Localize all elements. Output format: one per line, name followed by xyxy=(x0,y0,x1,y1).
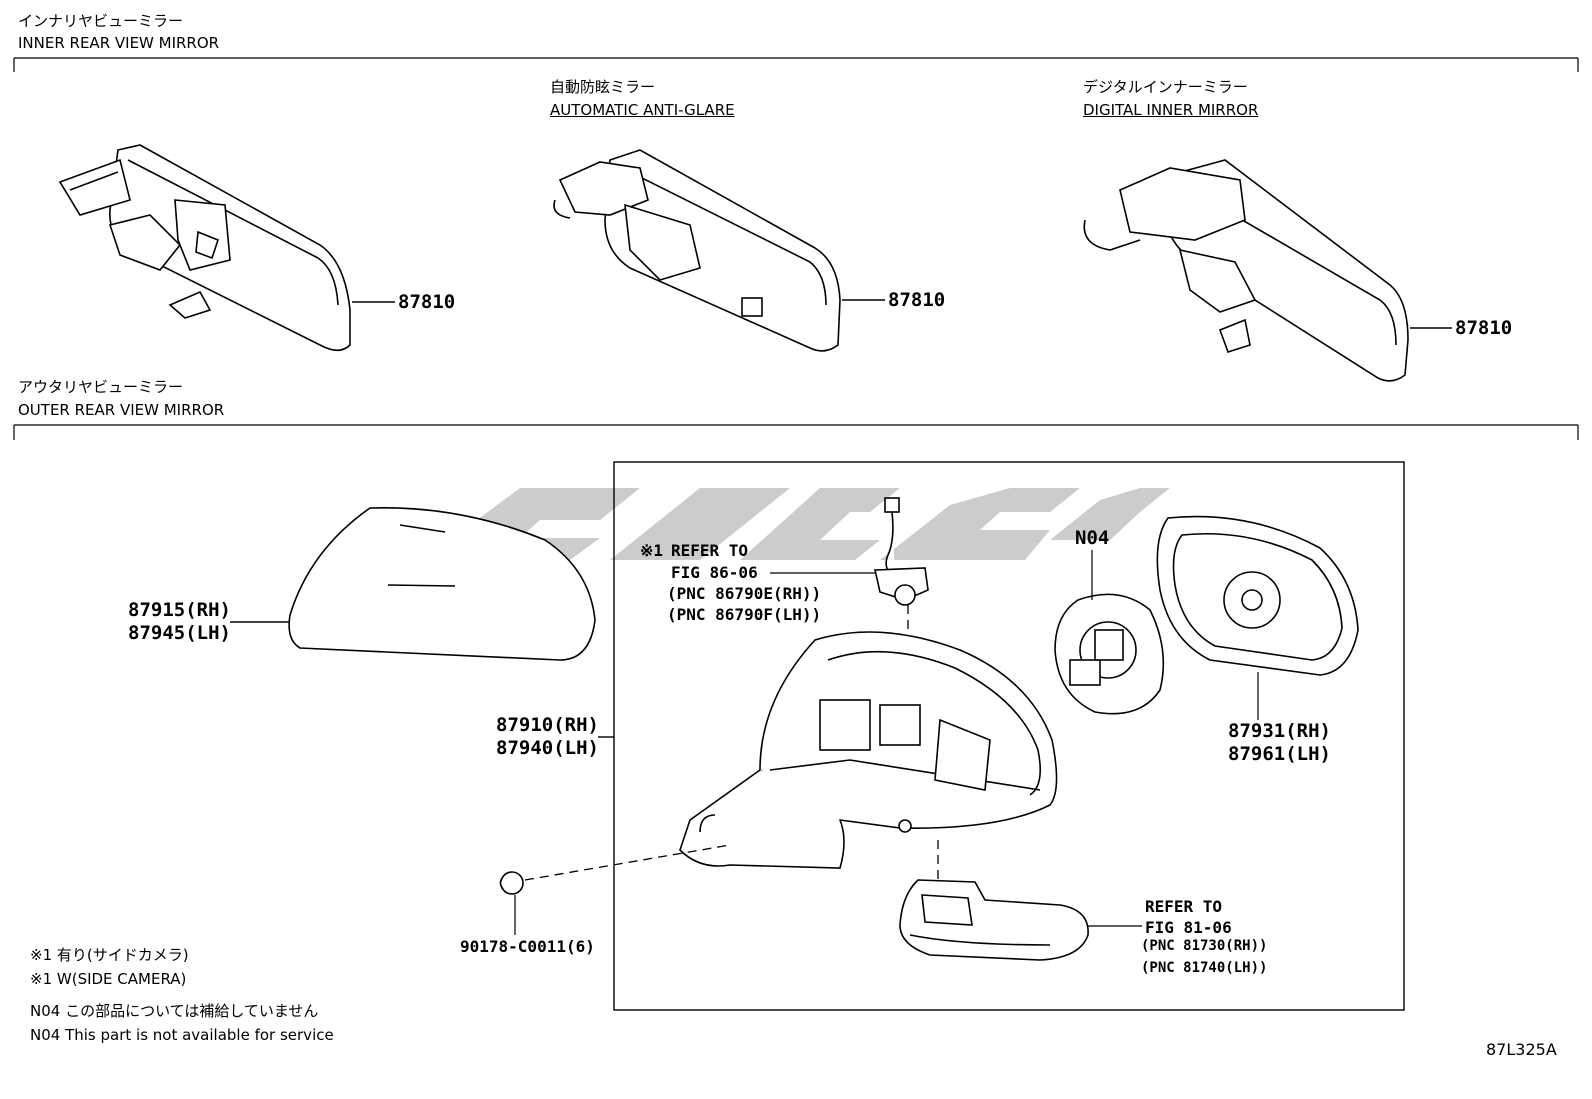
side-camera-drawing xyxy=(874,497,929,606)
note-side-camera-en: ※1 W(SIDE CAMERA) xyxy=(30,970,187,988)
lamp-ref-line4: (PNC 81740(LH)) xyxy=(1141,960,1268,976)
outer-section-bracket xyxy=(13,424,1579,440)
variant-digital-en: DIGITAL INNER MIRROR xyxy=(1083,101,1259,119)
lamp-ref-line1[interactable]: REFER TO xyxy=(1145,897,1223,916)
note-n04-en: N04 This part is not available for servi… xyxy=(30,1026,334,1044)
part-number-glass-lh[interactable]: 87961(LH) xyxy=(1228,743,1331,765)
clip-dash xyxy=(524,844,731,881)
variant-digital-jp: デジタルインナーミラー xyxy=(1083,78,1248,96)
lamp-ref-line2[interactable]: FIG 81-06 xyxy=(1145,918,1232,937)
camera-ref-line4: (PNC 86790F(LH)) xyxy=(667,605,822,624)
mirror-glass-drawing xyxy=(1156,515,1359,676)
part-number-cover-lh[interactable]: 87945(LH) xyxy=(128,622,231,644)
camera-ref-line2[interactable]: FIG 86-06 xyxy=(671,563,758,582)
inner-mirror-auto-drawing xyxy=(553,149,841,352)
part-number-glass-rh[interactable]: 87931(RH) xyxy=(1228,720,1331,742)
figure-code: 87L325A xyxy=(1486,1040,1557,1059)
lamp-ref-line3: (PNC 81730(RH)) xyxy=(1141,938,1268,954)
note-n04-jp: N04 この部品については補給していません xyxy=(30,1002,319,1020)
part-number-cover-rh[interactable]: 87915(RH) xyxy=(128,599,231,621)
outer-section-title-jp: アウタリヤビューミラー xyxy=(18,378,184,396)
actuator-drawing xyxy=(1054,593,1165,715)
part-number-inner-digital[interactable]: 87810 xyxy=(1455,317,1513,339)
inner-mirror-standard-drawing xyxy=(58,144,351,352)
variant-auto-en: AUTOMATIC ANTI-GLARE xyxy=(550,101,735,119)
part-number-clip[interactable]: 90178-C0011(6) xyxy=(460,937,595,956)
outer-section-title-en: OUTER REAR VIEW MIRROR xyxy=(18,401,225,419)
camera-ref-line3: (PNC 86790E(RH)) xyxy=(667,584,822,603)
clip-drawing xyxy=(499,871,524,895)
inner-mirror-digital-drawing xyxy=(1083,159,1409,382)
mirror-assembly-drawing xyxy=(679,631,1058,869)
camera-ref-mark: ※1 xyxy=(640,541,664,560)
detail-frame xyxy=(613,461,1405,1011)
inner-section-bracket xyxy=(13,57,1579,72)
inner-section-title-en: INNER REAR VIEW MIRROR xyxy=(18,34,220,52)
inner-section-title-jp: インナリヤビューミラー xyxy=(18,12,184,30)
part-number-inner-auto[interactable]: 87810 xyxy=(888,289,946,311)
note-side-camera-jp: ※1 有り(サイドカメラ) xyxy=(30,946,189,964)
part-number-inner-standard[interactable]: 87810 xyxy=(398,291,456,313)
part-number-assembly-rh[interactable]: 87910(RH) xyxy=(496,714,599,736)
camera-ref-line1[interactable]: REFER TO xyxy=(671,541,749,560)
part-number-assembly-lh[interactable]: 87940(LH) xyxy=(496,737,599,759)
variant-auto-jp: 自動防眩ミラー xyxy=(550,78,656,96)
turn-lamp-drawing xyxy=(899,879,1089,961)
mirror-cover-drawing xyxy=(288,506,596,661)
part-number-n04[interactable]: N04 xyxy=(1075,527,1110,549)
